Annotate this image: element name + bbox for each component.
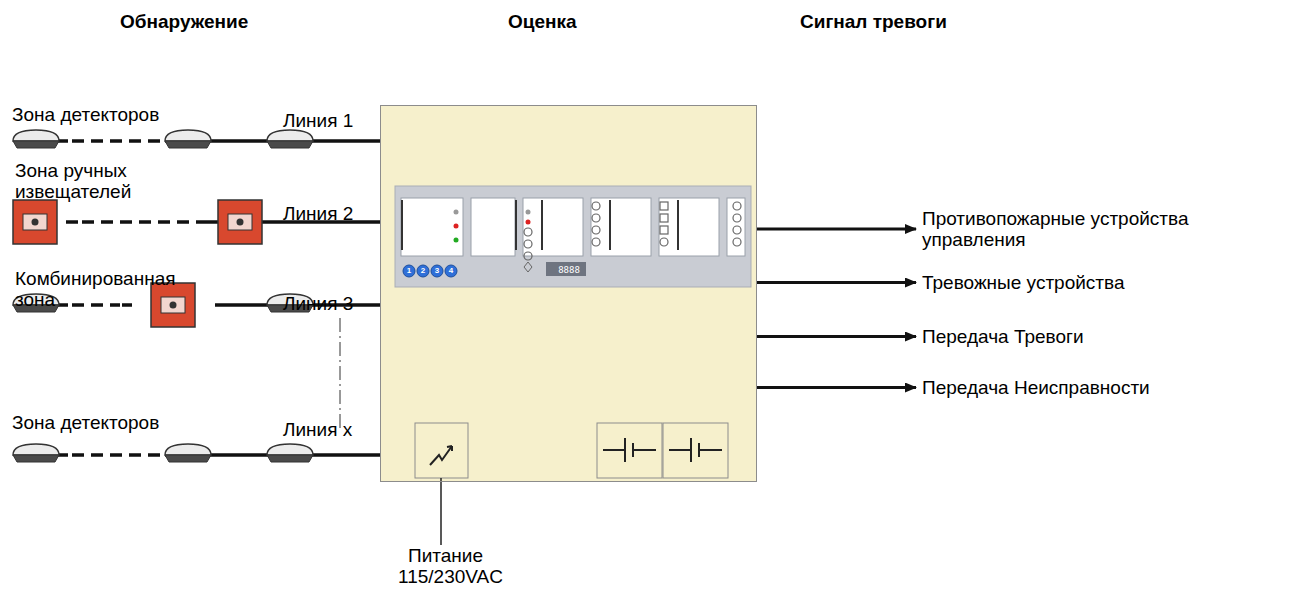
zone-label: Зона ручных извещателей bbox=[15, 160, 145, 202]
zone-label: Комбинированная зона bbox=[15, 268, 185, 310]
zone-label: Линия x bbox=[283, 419, 352, 440]
control-panel: 8888 bbox=[380, 105, 757, 482]
section-heading: Оценка bbox=[508, 11, 577, 32]
signal-arrow bbox=[757, 281, 916, 284]
zone-label: Линия 1 bbox=[283, 110, 353, 131]
section-heading: Обнаружение bbox=[120, 11, 248, 32]
output-label: Противопожарные устройства управления bbox=[922, 208, 1252, 250]
zone-label: Зона детекторов bbox=[12, 412, 159, 433]
indicator-number: 3 bbox=[431, 265, 443, 277]
display-readout: 8888 bbox=[549, 264, 589, 276]
indicator-number: 4 bbox=[445, 265, 457, 277]
indicator-number: 1 bbox=[403, 265, 415, 277]
output-label: Передача Неисправности bbox=[922, 377, 1282, 398]
signal-arrow bbox=[757, 228, 916, 231]
section-heading: Сигнал тревоги bbox=[800, 11, 947, 32]
output-target: Противопожарные устройства управления bbox=[922, 208, 1252, 250]
output-target: Тревожные устройства bbox=[922, 272, 1262, 293]
signal-arrow bbox=[757, 335, 916, 338]
zone-label: Зона детекторов bbox=[12, 104, 159, 125]
output-label: Передача Тревоги bbox=[922, 326, 1262, 347]
zone-label: Линия 3 bbox=[283, 293, 353, 314]
zone-label: Питание 115/230VAC bbox=[398, 545, 493, 587]
zone-label: Линия 2 bbox=[283, 203, 353, 224]
indicator-number: 2 bbox=[417, 265, 429, 277]
output-target: Передача Неисправности bbox=[922, 377, 1282, 398]
signal-arrow bbox=[757, 386, 916, 389]
output-label: Тревожные устройства bbox=[922, 272, 1262, 293]
output-target: Передача Тревоги bbox=[922, 326, 1262, 347]
